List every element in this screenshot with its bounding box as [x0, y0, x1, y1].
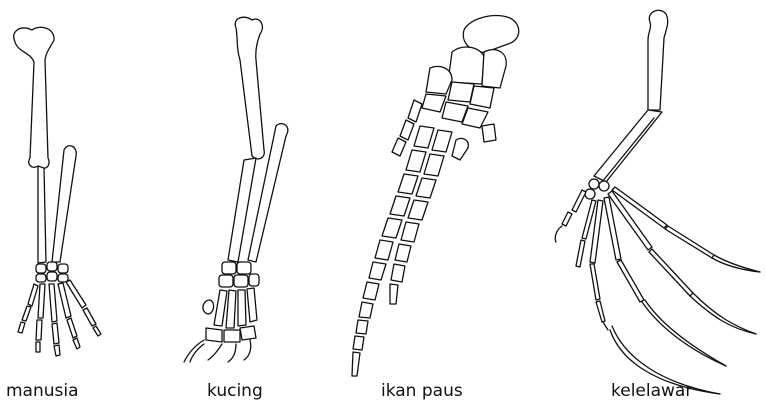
whale-ulna [482, 50, 506, 88]
human-carpals [36, 262, 68, 282]
human-arm-skeleton [14, 27, 101, 356]
human-radius [38, 166, 46, 263]
bat-finger-3 [590, 200, 608, 330]
label-manusia: manusia [6, 381, 79, 401]
human-ulna [52, 146, 76, 262]
cat-carpals [219, 262, 259, 287]
bat-finger-5 [608, 191, 756, 334]
bat-humerus [648, 10, 668, 110]
whale-radius [448, 47, 484, 84]
whale-digit5 [452, 138, 468, 160]
cat-metacarpals [214, 288, 257, 328]
label-kucing: kucing [207, 381, 263, 401]
whale-humerus [463, 16, 518, 53]
cat-dewclaw [203, 300, 214, 314]
cat-leg-skeleton [184, 17, 288, 362]
whale-pisiform [482, 124, 496, 142]
bat-carpals [585, 179, 609, 199]
bat-thumb [555, 190, 586, 242]
whale-flipper-skeleton [352, 16, 519, 376]
human-fingers [18, 280, 101, 356]
bat-ulna [602, 118, 654, 182]
label-kelelawar: kelelawar [611, 381, 692, 401]
cat-humerus [235, 17, 264, 159]
bat-wing-skeleton [555, 10, 760, 394]
human-humerus [14, 27, 54, 168]
bat-finger-4 [604, 197, 726, 366]
whale-digit1 [392, 100, 422, 156]
cat-toes-claws [184, 326, 256, 362]
label-ikan-paus: ikan paus [381, 381, 463, 401]
whale-digit2 [352, 126, 434, 376]
